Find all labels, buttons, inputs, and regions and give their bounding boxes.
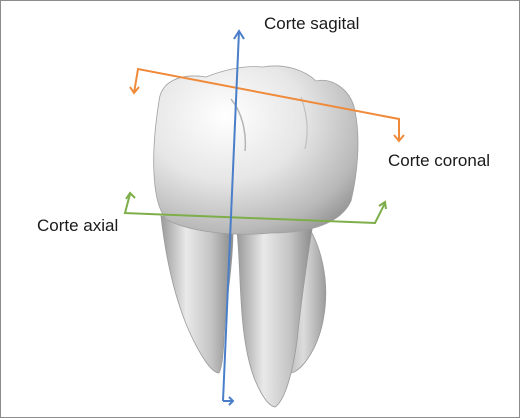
tooth-left-root bbox=[161, 216, 233, 373]
coronal-cut-label: Corte coronal bbox=[388, 151, 490, 171]
axial-cut-label: Corte axial bbox=[37, 216, 118, 236]
sagittal-cut-label: Corte sagital bbox=[264, 14, 359, 34]
